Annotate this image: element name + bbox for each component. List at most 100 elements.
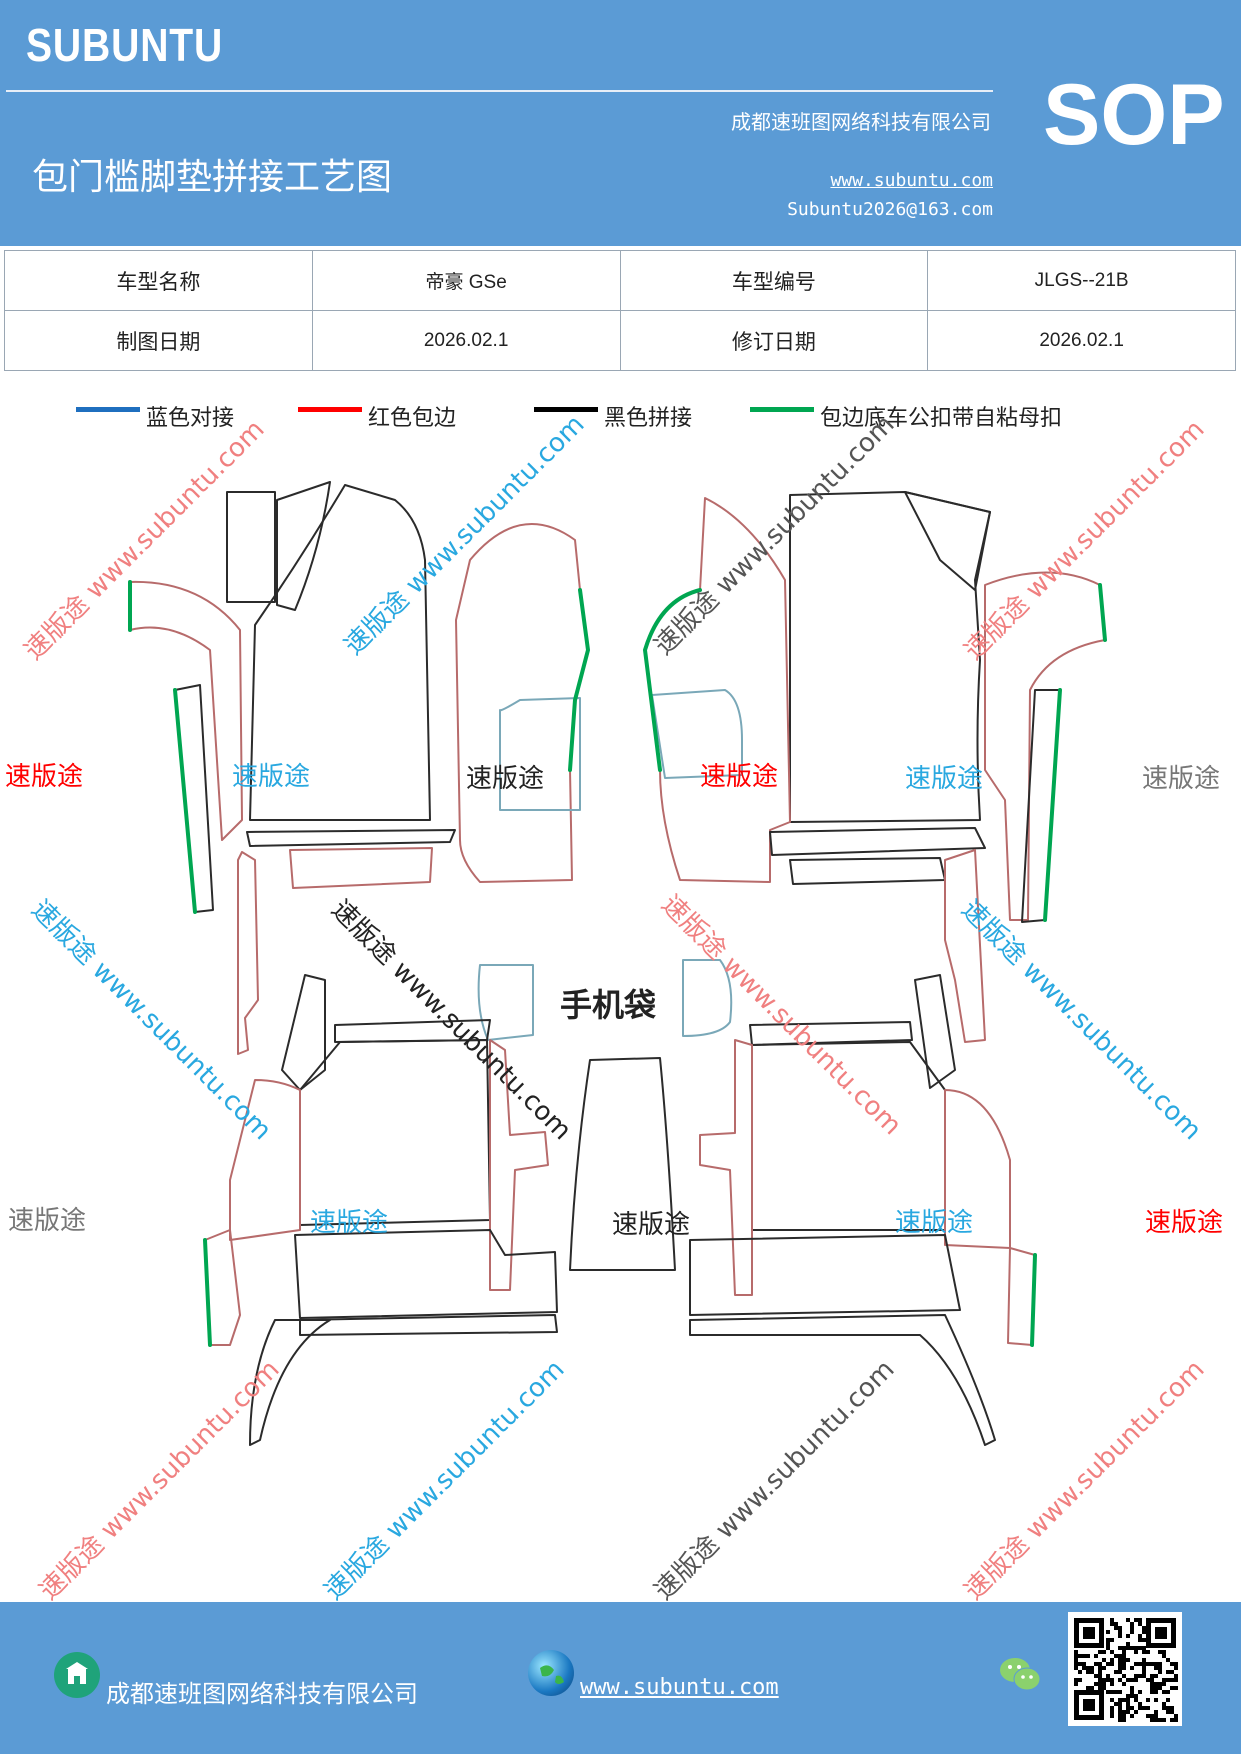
- qr-module: [1162, 1702, 1166, 1706]
- qr-module: [1130, 1622, 1134, 1626]
- qr-module: [1102, 1678, 1106, 1682]
- mat-piece: [749, 1021, 913, 1046]
- mat-piece: [489, 1039, 549, 1291]
- qr-module: [1086, 1654, 1090, 1658]
- qr-module: [1114, 1690, 1118, 1694]
- legend-label: 包边底车公扣带自粘母扣: [820, 406, 1063, 431]
- qr-module: [1122, 1682, 1126, 1686]
- qr-module: [1074, 1662, 1078, 1666]
- mat-piece: [129, 580, 243, 841]
- watermark: 速版途: [905, 764, 984, 794]
- qr-module: [1130, 1630, 1134, 1634]
- qr-module: [1094, 1662, 1098, 1666]
- legend-item-red: 红色包边: [298, 400, 456, 432]
- qr-module: [1138, 1674, 1142, 1678]
- qr-module: [1130, 1626, 1134, 1630]
- qr-module: [1126, 1642, 1130, 1646]
- watermark: 速版途: [1145, 1208, 1224, 1238]
- mat-piece: [789, 857, 946, 885]
- qr-module: [1134, 1678, 1138, 1682]
- qr-module: [1122, 1710, 1126, 1714]
- qr-module: [1118, 1698, 1122, 1702]
- qr-module: [1126, 1698, 1130, 1702]
- qr-module: [1158, 1686, 1162, 1690]
- mat-piece: [689, 1314, 996, 1446]
- legend-label: 黑色拼接: [604, 406, 693, 431]
- watermark: 速版途: [895, 1208, 974, 1238]
- qr-module: [1166, 1658, 1170, 1662]
- qr-module: [1102, 1686, 1106, 1690]
- website-link[interactable]: www.subuntu.com: [830, 170, 993, 191]
- qr-module: [1122, 1650, 1126, 1654]
- qr-module: [1118, 1714, 1122, 1718]
- qr-module: [1130, 1686, 1134, 1690]
- qr-module: [1134, 1650, 1138, 1654]
- model-name-label: 车型名称: [4, 250, 313, 311]
- qr-module: [1142, 1626, 1146, 1630]
- model-code: JLGS--21B: [927, 250, 1236, 311]
- qr-module: [1074, 1666, 1078, 1670]
- qr-module: [1138, 1690, 1142, 1694]
- model-code-label: 车型编号: [619, 250, 929, 311]
- qr-module: [1162, 1718, 1166, 1722]
- qr-module: [1126, 1694, 1130, 1698]
- qr-module: [1086, 1686, 1090, 1690]
- qr-module: [1142, 1666, 1146, 1670]
- velcro-edge: [1030, 1253, 1037, 1347]
- mat-piece: [294, 1229, 558, 1319]
- legend-item-green: 包边底车公扣带自粘母扣: [750, 400, 1062, 432]
- qr-module: [1146, 1698, 1150, 1702]
- qr-module: [1098, 1674, 1102, 1678]
- mat-piece: [682, 959, 733, 1037]
- qr-module: [1138, 1662, 1142, 1666]
- qr-module: [1098, 1662, 1102, 1666]
- qr-module: [1154, 1682, 1158, 1686]
- qr-module: [1166, 1698, 1170, 1702]
- mat-piece: [699, 1039, 753, 1296]
- qr-module: [1122, 1674, 1126, 1678]
- qr-module: [1138, 1646, 1142, 1650]
- mat-piece: [789, 491, 991, 823]
- qr-module: [1150, 1674, 1154, 1678]
- watermark: 速版途: [232, 762, 311, 792]
- qr-module: [1126, 1702, 1130, 1706]
- qr-module: [1170, 1678, 1174, 1682]
- qr-module: [1094, 1654, 1098, 1658]
- mat-piece: [499, 697, 581, 811]
- qr-module: [1106, 1642, 1110, 1646]
- qr-module: [1154, 1690, 1158, 1694]
- qr-module: [1118, 1718, 1122, 1722]
- footer-website-link[interactable]: www.subuntu.com: [580, 1675, 779, 1700]
- qr-module: [1122, 1658, 1126, 1662]
- watermark: 速版途: [1142, 764, 1221, 794]
- footer-company: 成都速班图网络科技有限公司: [106, 1680, 418, 1708]
- qr-module: [1142, 1670, 1146, 1674]
- qr-module: [1074, 1682, 1078, 1686]
- qr-module: [1098, 1666, 1102, 1670]
- qr-module: [1142, 1630, 1146, 1634]
- qr-module: [1146, 1678, 1150, 1682]
- mat-piece: [299, 1314, 558, 1336]
- mat-piece: [246, 829, 456, 847]
- qr-module: [1082, 1666, 1086, 1670]
- legend: 蓝色对接 红色包边 黑色拼接 包边底车公扣带自粘母扣: [0, 400, 1241, 440]
- qr-module: [1154, 1666, 1158, 1670]
- qr-module: [1114, 1702, 1118, 1706]
- legend-swatch-blue: [76, 406, 140, 412]
- qr-module: [1078, 1662, 1082, 1666]
- mat-piece: [651, 689, 743, 779]
- qr-module: [1170, 1710, 1174, 1714]
- qr-module: [1142, 1706, 1146, 1710]
- qr-module: [1170, 1686, 1174, 1690]
- qr-module: [1102, 1682, 1106, 1686]
- qr-module: [1174, 1678, 1178, 1682]
- velcro-edge: [1043, 688, 1062, 922]
- qr-module: [1158, 1662, 1162, 1666]
- qr-module: [1114, 1626, 1118, 1630]
- velcro-edge: [568, 588, 590, 772]
- watermark: 速版途: [5, 762, 84, 792]
- qr-module: [1162, 1682, 1166, 1686]
- qr-module: [1110, 1662, 1114, 1666]
- qr-module: [1098, 1682, 1102, 1686]
- company-name: 成都速班图网络科技有限公司: [731, 110, 991, 134]
